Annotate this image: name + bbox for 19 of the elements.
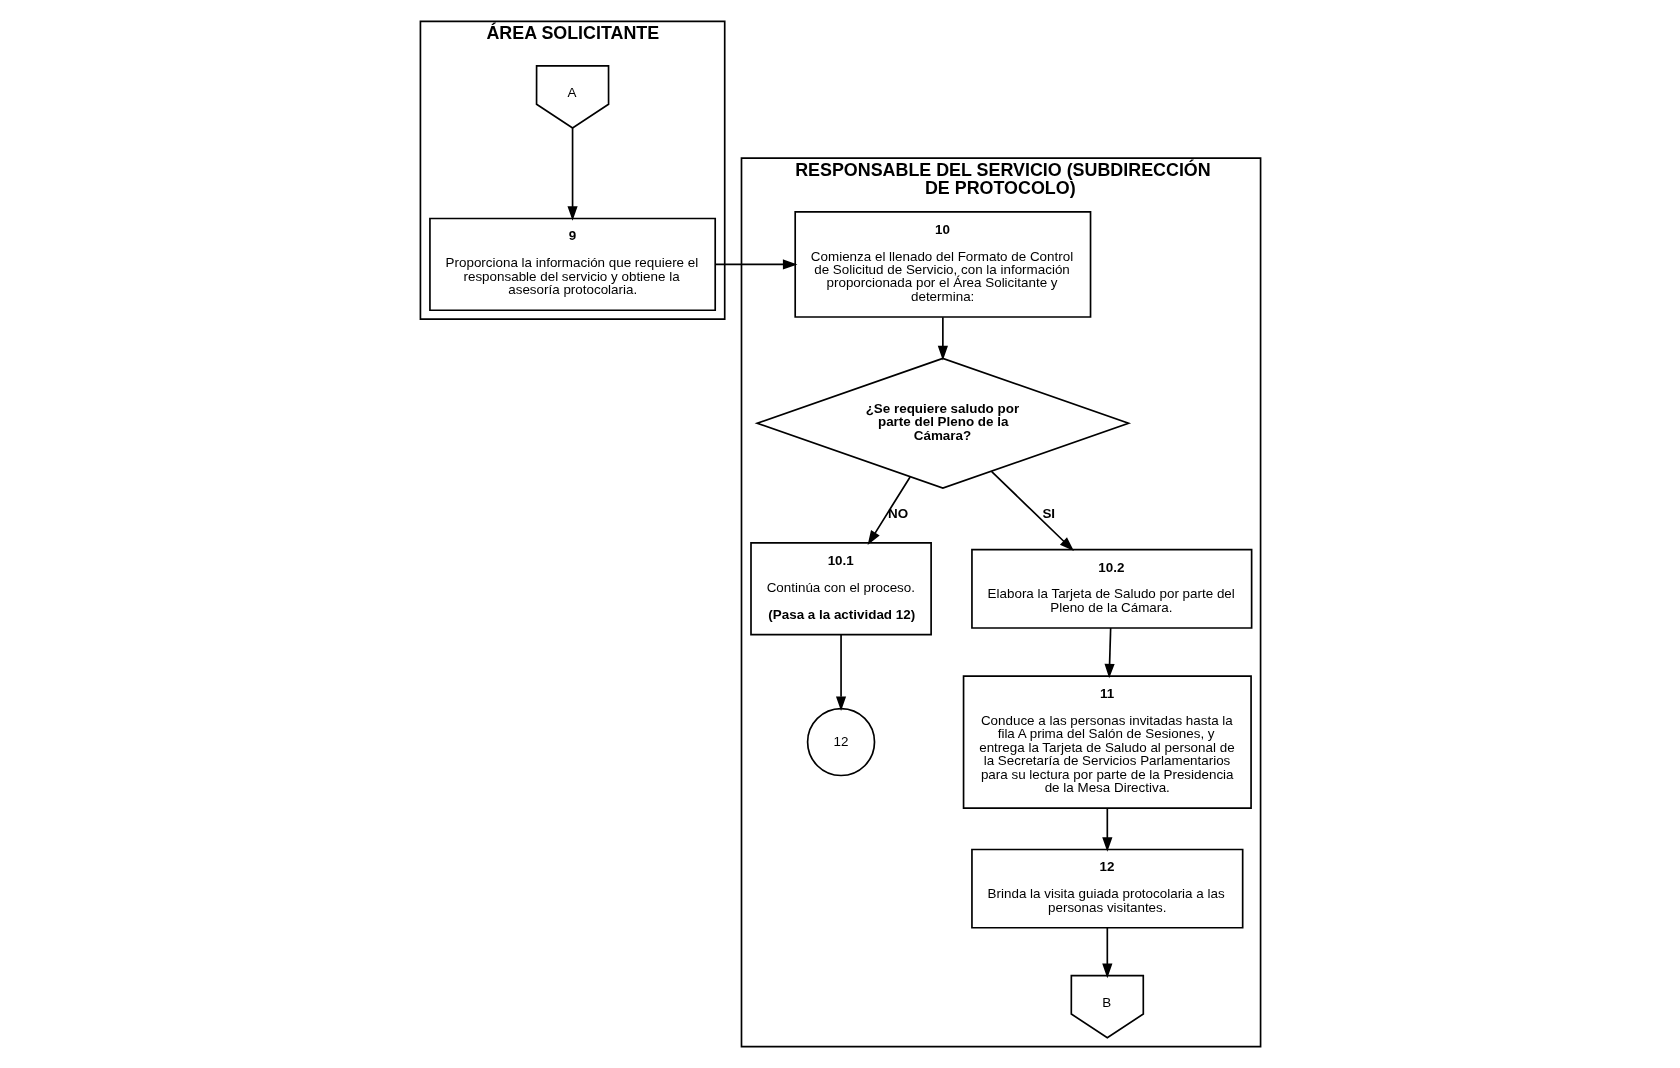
- arrow: [1101, 927, 1112, 979]
- node-box: 10 Comienza el llenado del Formato de Control de Solicitud de Servicio, con la información proporcionada por el Área Solicitante y determina:: [793, 210, 1091, 318]
- node-box: 9 Proporciona la información que requiere el responsable del servicio y obtiene la asesoría protocolaria.: [428, 217, 716, 312]
- arrow: [835, 634, 846, 711]
- arrow: [937, 316, 948, 361]
- node-box: 11 Conduce a las personas invitadas hasta la fila A prima del Salón de Sesiones, y entrega la Tarjeta de Saludo al personal de la Secretaría de Servicios Parlamentarios para su lectura por parte de la Presidencia de la Mesa Directiva.: [962, 675, 1252, 809]
- arrow: [867, 476, 911, 546]
- node-box: 12 Brinda la visita guiada protocolaria a las personas visitantes.: [970, 848, 1243, 929]
- edge-label: NO: [887, 505, 908, 521]
- arrow: [714, 259, 797, 270]
- arrow: [566, 127, 578, 221]
- node-box: 10.2 Elabora la Tarjeta de Saludo por parte del Pleno de la Cámara.: [970, 548, 1252, 629]
- arrow: [990, 470, 1074, 552]
- node-circle: 12: [806, 707, 875, 777]
- node-box: 10.1 Continúa con el proceso. (Pasa a la actividad 12): [749, 542, 932, 636]
- arrow: [1104, 627, 1115, 679]
- node-diamond: ¿Se requiere saludo por parte del Pleno de la Cámara?: [754, 357, 1131, 489]
- edge-label: SI: [1041, 505, 1055, 521]
- arrow: [1101, 807, 1112, 852]
